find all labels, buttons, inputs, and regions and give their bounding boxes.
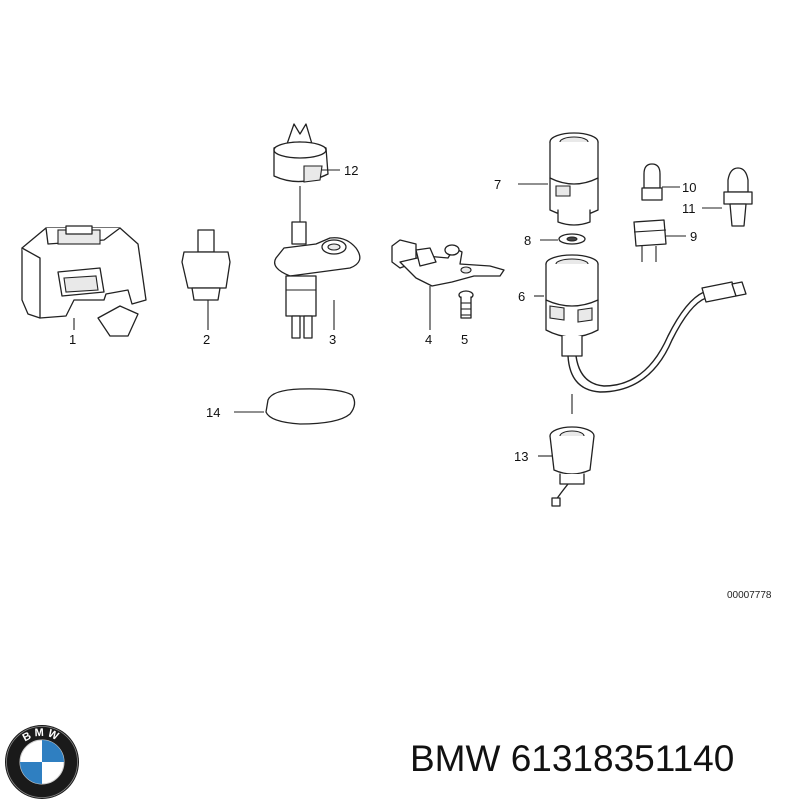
callout-5: 5 — [461, 332, 468, 347]
part-13-bulb-holder — [538, 426, 595, 507]
callout-8: 8 — [524, 233, 531, 248]
callout-14: 14 — [206, 405, 220, 420]
part-number-label: BMW 61318351140 — [410, 738, 735, 779]
part-2-switch — [181, 229, 231, 330]
part-14-lens — [234, 388, 356, 425]
part-6-socket — [534, 254, 599, 357]
callout-9: 9 — [690, 229, 697, 244]
callout-6: 6 — [518, 289, 525, 304]
callout-11: 11 — [682, 201, 696, 216]
part-8-washer — [540, 233, 586, 245]
part-11-wedge-bulb — [702, 167, 753, 227]
reference-code: 00007778 — [727, 590, 772, 601]
callout-1: 1 — [69, 332, 76, 347]
part-5-screw — [458, 290, 474, 319]
callout-7: 7 — [494, 177, 501, 192]
callout-12: 12 — [344, 163, 358, 178]
part-1-bracket — [21, 225, 147, 337]
svg-text:BMW: BMW — [21, 727, 64, 745]
callout-2: 2 — [203, 332, 210, 347]
wire-harness — [567, 281, 747, 414]
callout-3: 3 — [329, 332, 336, 347]
part-12-cap — [273, 123, 340, 222]
part-9-bulb-socket — [633, 219, 686, 262]
part-4-bracket — [391, 239, 505, 330]
bmw-logo-icon: BMW — [5, 725, 79, 799]
callout-13: 13 — [514, 449, 528, 464]
part-3-contact-switch — [273, 221, 361, 339]
callout-10: 10 — [682, 180, 696, 195]
part-10-bulb — [641, 163, 680, 201]
part-7-lighter-plug — [518, 132, 599, 226]
callout-4: 4 — [425, 332, 432, 347]
